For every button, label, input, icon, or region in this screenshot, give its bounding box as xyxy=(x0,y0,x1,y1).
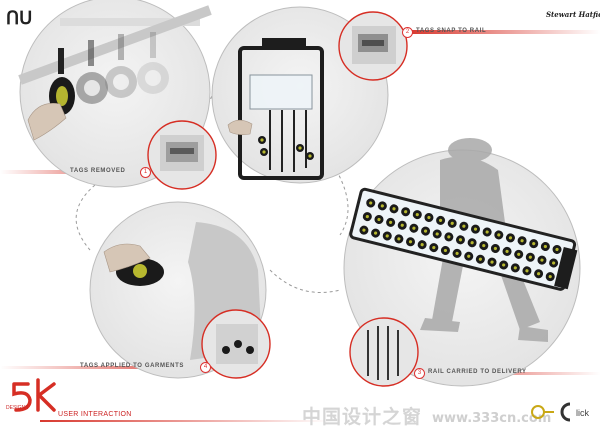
detail-inset-3 xyxy=(349,317,419,387)
panel-rail-carried xyxy=(343,138,581,387)
rail-tag-center xyxy=(404,210,408,214)
step-4-number: 4 xyxy=(200,362,211,373)
watermark-cn: 中国设计之窗 xyxy=(302,406,423,428)
rail-tag-center xyxy=(455,251,459,255)
rail-tag-center xyxy=(447,235,451,239)
rail-tag-center xyxy=(536,272,541,276)
rail-tag-center xyxy=(528,255,532,259)
rail-tag-center xyxy=(435,232,439,236)
rail-tag-center xyxy=(467,254,471,258)
rail-tag-center xyxy=(548,275,552,279)
rail-tag-center xyxy=(508,236,513,240)
step-1-label: TAGS REMOVED xyxy=(70,168,126,174)
flow-connectors xyxy=(75,79,349,293)
rail-tag-center xyxy=(485,230,489,234)
step-4-label: TAGS APPLIED TO GARMENTS xyxy=(80,363,184,369)
rail-tag-center xyxy=(482,244,486,248)
rail-tag-center xyxy=(400,223,404,227)
step-1-number: 1 xyxy=(140,167,151,178)
rail-tag-center xyxy=(385,234,389,238)
step-3-label: RAIL CARRIED TO DELIVERY xyxy=(428,369,527,375)
panel-tags-removed xyxy=(18,0,217,190)
rail-tag-center xyxy=(420,243,424,247)
brand-logo-5k xyxy=(12,378,56,412)
step-2-number: 2 xyxy=(402,27,413,38)
step-2-label: TAGS SNAP TO RAIL xyxy=(416,28,487,34)
oclick-logo xyxy=(530,400,596,422)
rail-tag-center xyxy=(470,241,474,245)
oclick-logo-icon xyxy=(531,402,571,422)
rail-tag-center xyxy=(380,204,384,208)
rail-rack xyxy=(238,38,324,180)
rail-tag-center xyxy=(397,237,401,241)
oclick-logo-text: lick xyxy=(576,408,589,418)
rail-tag-center xyxy=(412,226,416,230)
rail-tag-center xyxy=(458,238,463,242)
rail-tag-center xyxy=(450,221,454,225)
rail-tag-center xyxy=(493,246,498,251)
rail-tag-center xyxy=(505,249,509,254)
rail-tag-center xyxy=(513,266,517,270)
rail-tag-center xyxy=(525,269,529,273)
rail-tag-center xyxy=(373,231,378,235)
brand-subtitle: DESIGNS xyxy=(6,405,29,411)
rail-tag-center xyxy=(502,263,506,267)
rail-tag-center xyxy=(362,228,366,232)
long-rail xyxy=(349,187,578,291)
rail-tag-center xyxy=(532,242,536,246)
panel-tags-snap xyxy=(211,6,408,184)
rail-tag-center xyxy=(543,244,547,249)
rail-tag-center xyxy=(392,207,396,211)
rail-tag-center xyxy=(443,248,448,253)
rail-tag-center xyxy=(377,217,381,222)
rail-tag-center xyxy=(478,257,482,261)
rail-tag-center xyxy=(365,214,369,219)
hand-illustration xyxy=(27,103,67,141)
rail-tag-center xyxy=(473,227,478,231)
designer-signature: Stewart Hatfield xyxy=(546,10,600,19)
rail-tag-center xyxy=(555,247,559,252)
rail-tag-center xyxy=(415,213,419,217)
separator-2 xyxy=(410,30,600,34)
rail-tag-center xyxy=(408,240,413,244)
rail-tag-center xyxy=(520,239,524,243)
rail-tag-center xyxy=(369,201,373,205)
rail-tag-center xyxy=(462,224,466,228)
page-title: USER INTERACTION xyxy=(58,411,132,418)
rail-tag-center xyxy=(552,261,556,265)
rail-tag-center xyxy=(432,245,436,250)
tag-sequence xyxy=(49,32,169,115)
rail-tag-center xyxy=(389,220,393,224)
rail-tag-center xyxy=(517,252,521,256)
rail-tag-center xyxy=(490,260,494,264)
separator-4 xyxy=(0,366,210,369)
hand-illustration-2 xyxy=(227,119,253,135)
separator-footer xyxy=(40,420,330,422)
rail-tag-center xyxy=(540,258,544,262)
panel-tags-applied xyxy=(89,201,271,379)
watermark-url: www.333cn.com xyxy=(432,411,552,426)
rail-tag-center xyxy=(427,215,431,220)
rail-tag-center xyxy=(423,229,428,233)
corner-mark: ՈՍ xyxy=(6,8,33,28)
step-3-number: 3 xyxy=(414,368,425,379)
rail-tag-center xyxy=(438,218,443,223)
rail-tag-center xyxy=(497,233,501,237)
